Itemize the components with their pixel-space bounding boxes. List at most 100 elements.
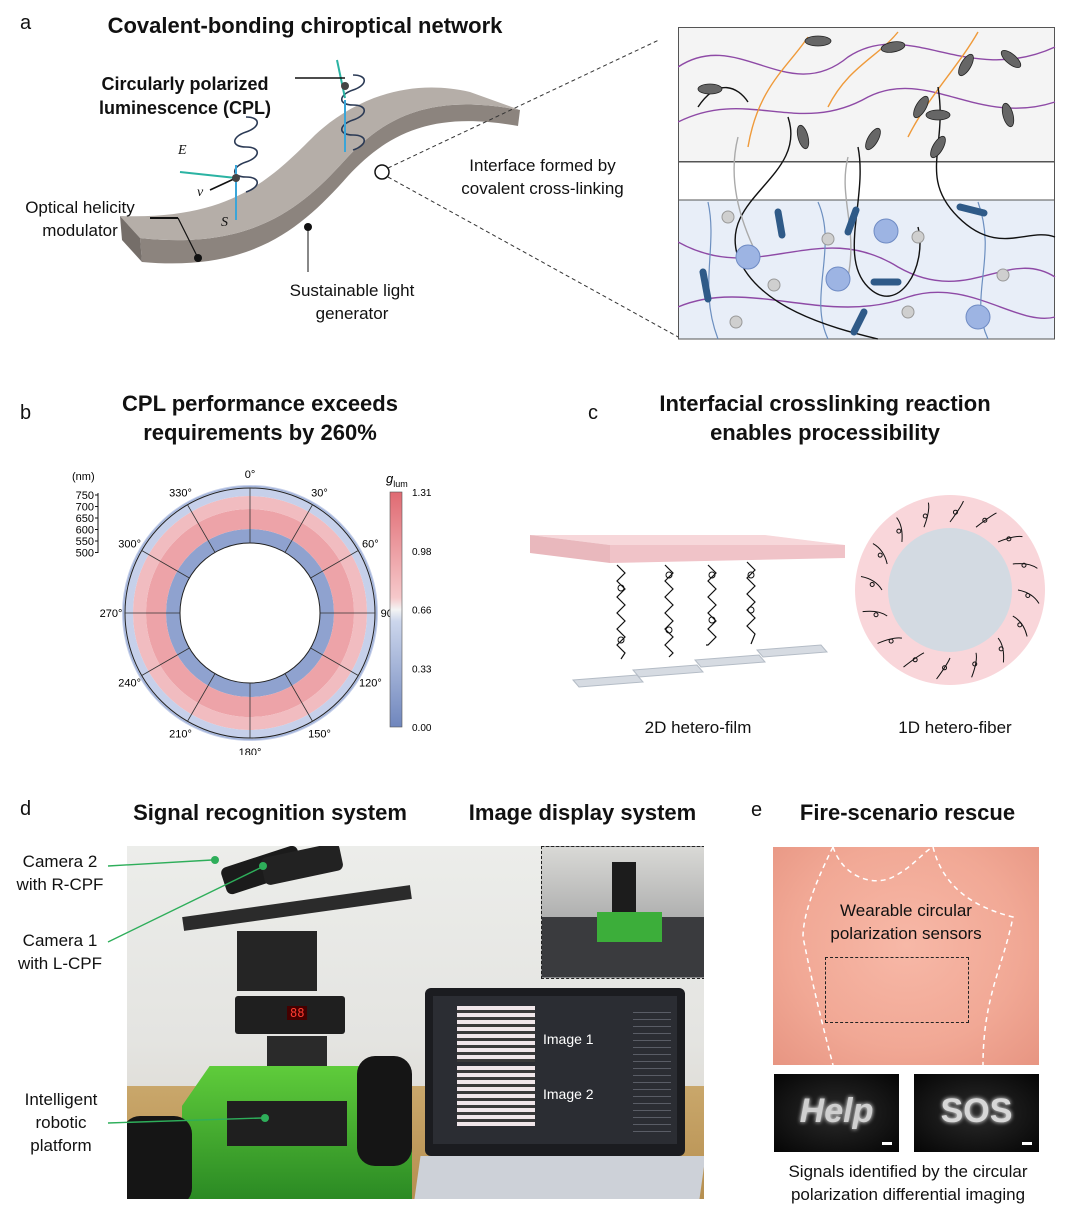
polar-inner-edge <box>179 542 321 684</box>
sensor-line1: Wearable circular <box>840 901 972 920</box>
colorbar-tick-label: 1.31 <box>412 488 432 499</box>
panel-a-letter: a <box>20 12 32 34</box>
polar-spoke <box>310 550 359 579</box>
image-2-thumbnail <box>457 1066 535 1126</box>
fiber-side-chain <box>923 502 930 528</box>
vector-s-label: S <box>221 215 228 230</box>
help-signal-text: Help <box>799 1092 874 1130</box>
fiber-side-chain <box>860 576 883 591</box>
colorbar-tick-label: 0.66 <box>412 606 432 617</box>
polar-spoke <box>310 647 359 676</box>
panel-b-title-line1: CPL performance exceeds <box>122 391 398 416</box>
cpl-label: Circularly polarized luminescence (CPL) <box>60 72 310 120</box>
laptop-keyboard <box>413 1156 704 1199</box>
caption-line1: Signals identified by the circular <box>788 1162 1028 1181</box>
gimbal-head <box>237 931 317 991</box>
fiber-ester-group <box>1017 622 1023 628</box>
interface-line2: covalent cross-linking <box>461 179 624 198</box>
sensor-label: Wearable circular polarization sensors <box>793 899 1019 945</box>
panel-d-callouts <box>107 856 269 1124</box>
panel-c-title: Interfacial crosslinking reaction enable… <box>610 389 1040 447</box>
generator-line2: generator <box>315 304 389 323</box>
colorbar-ticks: 1.310.980.660.330.00 <box>412 488 432 734</box>
cpl-label-line2: luminescence (CPL) <box>98 98 272 118</box>
fiber-side-chain <box>936 657 951 680</box>
robot-line2: robotic <box>35 1113 87 1132</box>
fiber-label: 1D hetero-fiber <box>898 718 1012 737</box>
inset-robot-mast <box>612 862 636 912</box>
polar-angle-label: 300° <box>118 539 141 551</box>
radial-unit-label: (nm) <box>72 471 95 483</box>
polar-spoke <box>284 504 313 553</box>
caption-line2: polarization differential imaging <box>790 1185 1026 1204</box>
camera-2-line2: with R-CPF <box>16 875 104 894</box>
fiber-ester-group <box>1021 562 1027 568</box>
panel-e-caption: Signals identified by the circular polar… <box>758 1160 1058 1206</box>
radial-tick-label: 600 <box>76 525 94 537</box>
crosslinked-network-diagram <box>678 27 1056 340</box>
robot-line1: Intelligent <box>24 1090 98 1109</box>
wheel-left <box>127 1116 192 1199</box>
sensor-line2: polarization sensors <box>830 924 982 943</box>
fiber-ester-group <box>873 612 879 618</box>
panel-c-letter: c <box>588 402 598 424</box>
fiber-side-chain <box>975 512 997 528</box>
polar-angle-label: 330° <box>169 488 192 500</box>
polar-band-1 <box>146 509 354 717</box>
platform-top <box>227 1101 347 1146</box>
cpl-film-illustration <box>120 40 680 339</box>
colorbar <box>389 491 403 728</box>
polar-spoke <box>187 504 216 553</box>
vector-v-label: v <box>197 185 204 200</box>
panel-d-title-left: Signal recognition system <box>133 800 407 825</box>
radial-tick-label: 700 <box>76 502 94 514</box>
inset-robot-photo <box>541 846 704 979</box>
polar-angle-label: 150° <box>308 728 331 740</box>
fiber-ester-group <box>877 552 883 558</box>
fiber-side-chain <box>872 543 888 565</box>
hetero-fiber-illustration <box>855 495 1045 685</box>
fiber-side-chain <box>896 517 903 542</box>
wearable-sensor-photo: Wearable circular polarization sensors <box>773 847 1039 1065</box>
robot-line3: platform <box>30 1136 92 1155</box>
camera-1-callout <box>107 867 261 943</box>
camera-2-callout <box>107 859 213 867</box>
properties-sidebar <box>633 1006 671 1136</box>
robot-platform-label: Intelligent robotic platform <box>0 1088 122 1157</box>
polar-angle-label: 270° <box>100 608 123 620</box>
sos-signal-image: SOS <box>914 1074 1039 1152</box>
panel-b-title-line2: requirements by 260% <box>143 420 377 445</box>
vector-e-label: E <box>178 143 187 158</box>
polar-spoke <box>141 647 190 676</box>
polar-spoke <box>141 550 190 579</box>
sos-signal-text: SOS <box>940 1092 1013 1130</box>
cpl-polar-heatmap: 0°30°60°90°120°150°180°210°240°270°300°3… <box>72 469 432 755</box>
body-outline <box>802 847 1014 1065</box>
fiber-ester-group <box>1006 536 1012 542</box>
laptop-screen: Image 1 Image 2 <box>425 988 685 1156</box>
fiber-ester-group <box>982 517 988 523</box>
light-generator-label: Sustainable light generator <box>262 279 442 325</box>
camera-2-line1: Camera 2 <box>22 852 98 871</box>
fiber-ester-group <box>888 638 894 644</box>
software-window: Image 1 Image 2 <box>433 996 677 1144</box>
colorbar-title: glum <box>386 471 408 489</box>
generator-line1: Sustainable light <box>289 281 415 300</box>
polar-spokes <box>125 488 375 738</box>
panel-d-title-right: Image display system <box>468 800 697 825</box>
panel-e-title: Fire-scenario rescue <box>799 800 1016 825</box>
interface-label: Interface formed by covalent cross-linki… <box>430 154 655 200</box>
radial-tick-label: 650 <box>76 513 94 525</box>
colorbar-tick-label: 0.00 <box>412 723 432 734</box>
radial-tick-label: 550 <box>76 536 94 548</box>
polar-band-0 <box>166 529 334 697</box>
polar-angle-label: 120° <box>359 678 382 690</box>
fiber-ester-group <box>1025 592 1031 598</box>
fiber-side-chain <box>971 652 977 678</box>
fiber-side-chain <box>862 610 888 617</box>
polar-angle-label: 180° <box>239 747 262 755</box>
polar-band-4 <box>123 486 377 740</box>
fiber-ester-group <box>952 509 958 515</box>
polar-spoke <box>187 673 216 722</box>
